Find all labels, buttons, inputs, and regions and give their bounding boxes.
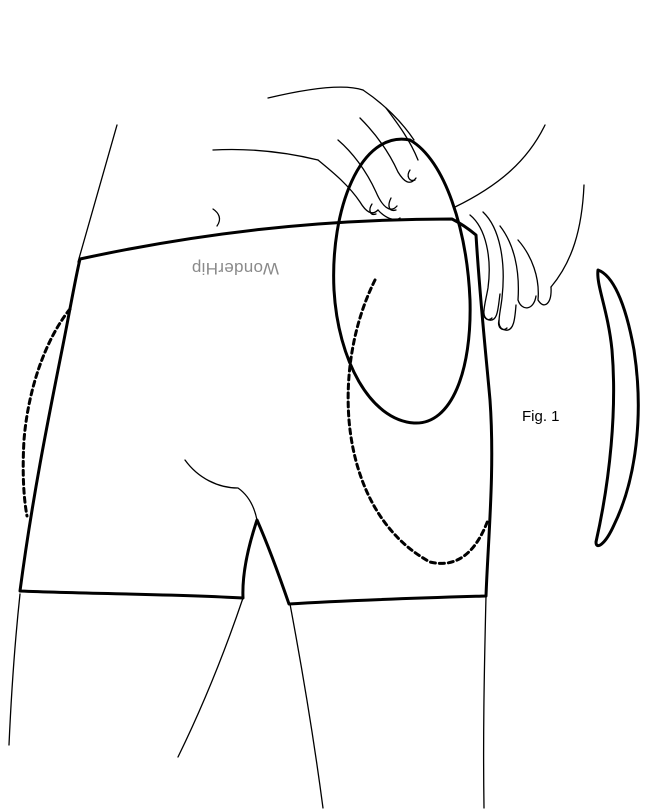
right-hand-arm-upper [455,125,545,207]
right-hand [455,125,584,330]
body-outline [9,125,486,808]
left-hand-thumb [378,210,400,220]
hip-pad-being-inserted [334,139,470,423]
left-hand-finger-2 [338,140,397,209]
left-outer-leg-line [9,594,20,745]
right-outer-leg-line [484,596,486,808]
left-hand-wrist-line [213,149,318,160]
pad-side-profile [596,270,638,546]
navel-mark [213,209,220,226]
shorts-garment: WonderHip [20,219,492,604]
left-hand-finger-3 [360,118,416,182]
left-hand-arm-line [268,87,363,98]
right-hand-nail-1 [484,310,492,320]
figure-label: Fig. 1 [522,408,560,425]
left-hand-finger-4 [386,108,418,160]
brand-label: WonderHip [192,259,279,278]
left-hand-back [363,90,414,140]
left-hand-finger-1 [318,160,378,213]
right-hand-finger-2 [483,212,516,330]
buttock-crease-line [185,460,257,520]
left-hand [213,87,418,219]
inner-thigh-right-line [290,604,323,808]
right-hand-finger-3 [500,226,536,308]
left-hand-nail-3 [408,170,415,180]
left-torso-line [78,125,117,262]
right-hand-arm-lower [551,185,584,287]
inner-thigh-left-line [178,598,243,757]
right-hand-finger-4 [518,240,551,305]
